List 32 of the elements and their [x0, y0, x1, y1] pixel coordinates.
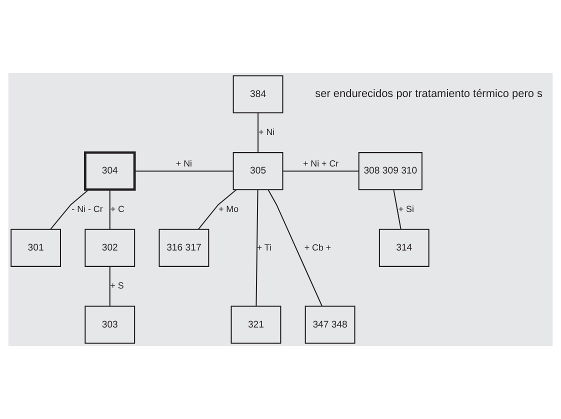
edge-label: + Ti	[256, 242, 272, 252]
node-box: 316 317	[158, 228, 210, 267]
node-box: 305	[232, 152, 284, 190]
connector	[50, 189, 89, 230]
node-box: 384	[232, 75, 284, 114]
connector	[393, 190, 402, 230]
connector	[134, 170, 234, 172]
connector	[109, 190, 110, 230]
edge-label: + Ni	[258, 127, 275, 138]
node-box: 308 309 310	[358, 152, 422, 190]
edge-label: + Ni	[176, 158, 192, 169]
connector	[268, 190, 323, 306]
edge-label: + Ni + Cr	[302, 158, 339, 169]
edge-label: + S	[110, 280, 124, 291]
node-box: 301	[10, 228, 61, 267]
label: ser endurecidos por tratamiento térmico pero s	[315, 88, 543, 100]
connector	[198, 189, 237, 230]
connector	[258, 112, 259, 152]
node-box: 347 348	[304, 306, 356, 344]
edge-label: + Si	[398, 204, 414, 214]
node-box: 314	[378, 228, 430, 267]
edge-label: + Cb +	[304, 242, 332, 252]
node-box: 321	[230, 306, 282, 344]
connector	[256, 190, 258, 306]
node-box: 302	[84, 228, 136, 267]
edge-label: - Ni - Cr	[72, 204, 103, 214]
edge-label: + C	[110, 204, 124, 214]
node-box: 303	[84, 306, 136, 344]
edge-label: + Mo	[218, 204, 239, 214]
connector	[282, 170, 359, 172]
connector	[109, 266, 110, 306]
node-box: 304	[84, 151, 136, 191]
